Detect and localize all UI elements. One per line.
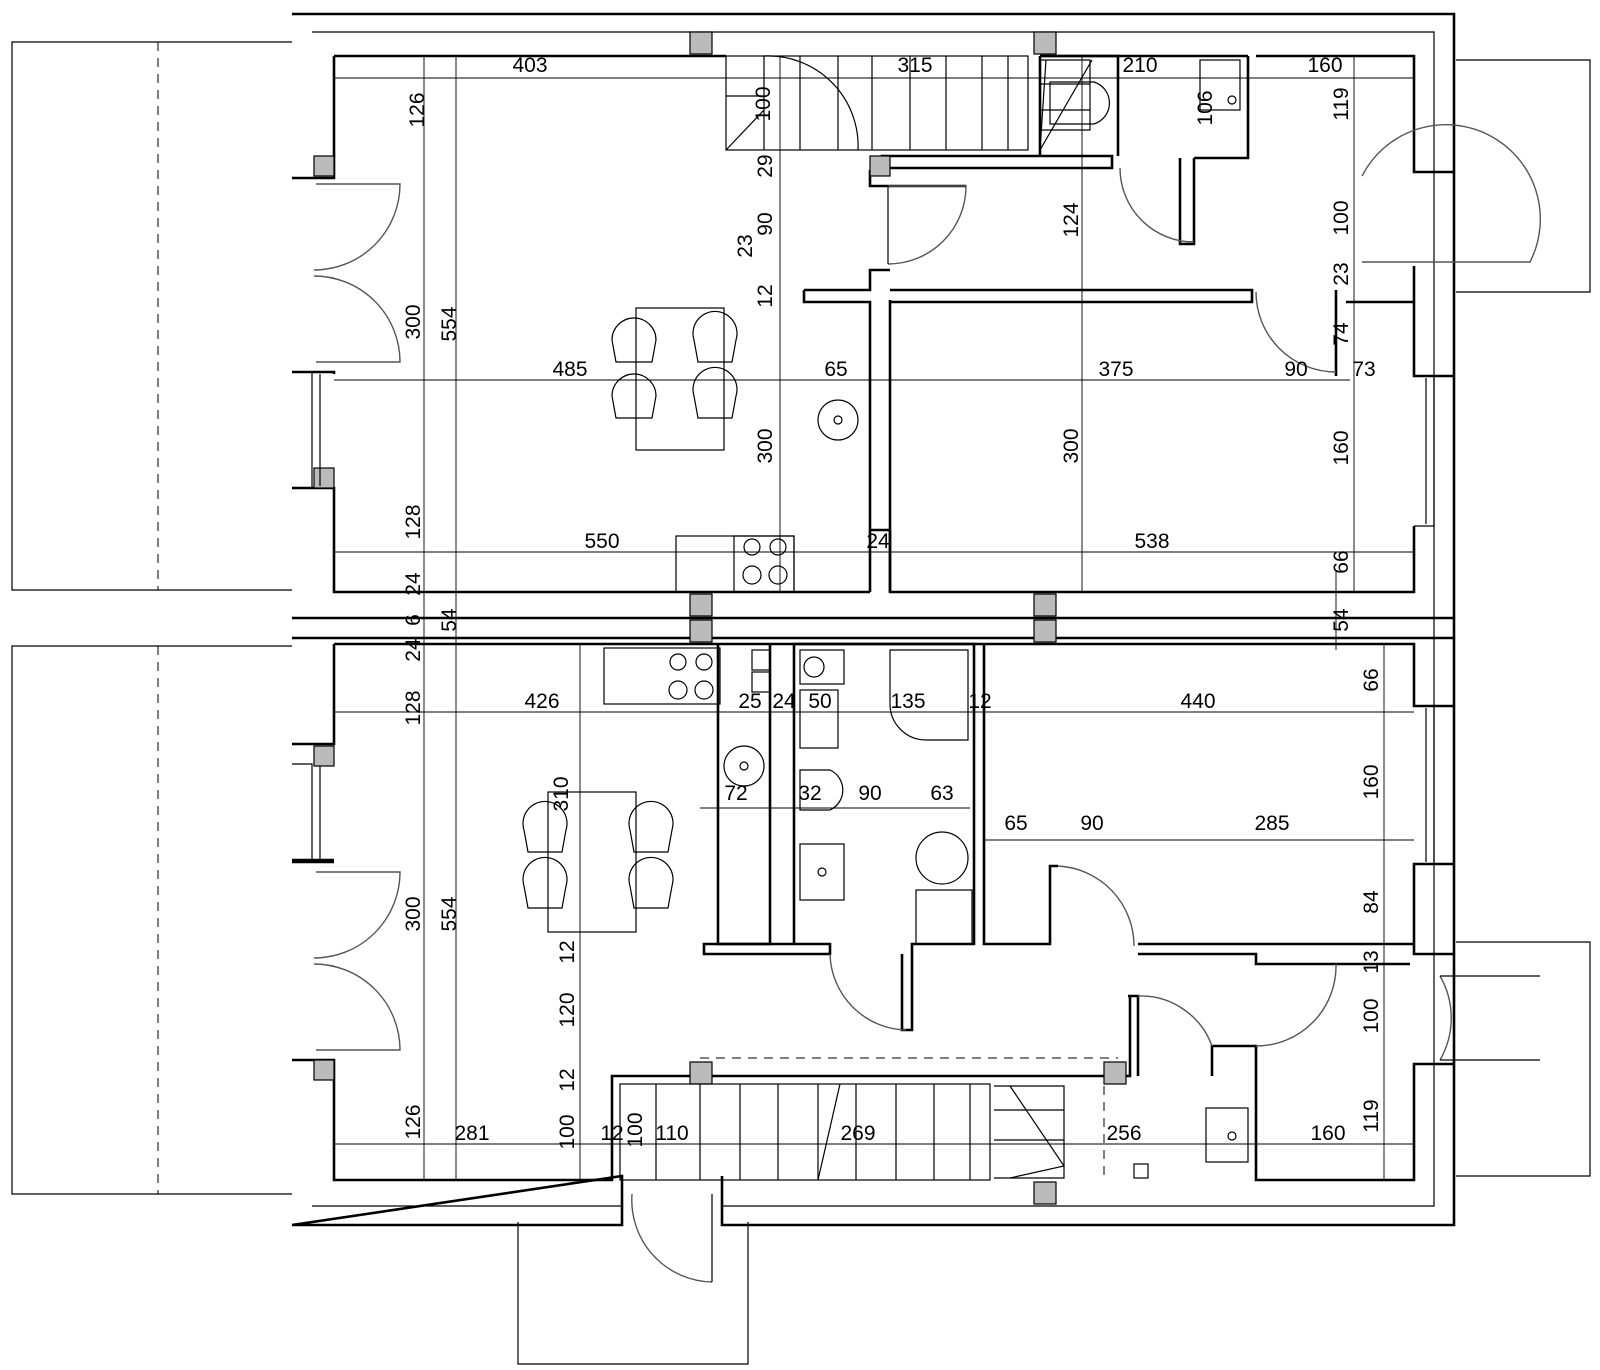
dimension-label: 66 <box>1330 550 1353 573</box>
interior-walls-upper <box>802 54 1414 592</box>
dimension-label: 554 <box>438 306 461 341</box>
dimension-label: 403 <box>512 54 547 77</box>
dimension-label: 65 <box>824 358 847 381</box>
dimension-label: 13 <box>1360 950 1383 973</box>
dimension-label: 12 <box>600 1122 623 1145</box>
dimension-label: 119 <box>1360 1099 1383 1132</box>
dimension-label: 120 <box>556 992 579 1027</box>
windows <box>292 371 1435 865</box>
dimension-label: 25 <box>738 690 761 713</box>
dimension-label: 160 <box>1310 1122 1345 1145</box>
dimension-label: 90 <box>858 782 881 805</box>
dimension-label: 285 <box>1254 812 1289 835</box>
dimension-label: 210 <box>1122 54 1157 77</box>
door-swings <box>313 123 1542 1283</box>
stairs-lower <box>619 1057 1118 1181</box>
dimension-label: 24 <box>402 638 425 662</box>
dimension-label: 440 <box>1180 690 1215 713</box>
dimension-label: 300 <box>754 428 777 463</box>
dimension-label: 32 <box>798 782 821 805</box>
dimension-label: 54 <box>438 608 461 632</box>
dimension-label: 300 <box>402 304 425 339</box>
dimension-label: 12 <box>556 940 579 963</box>
dimension-label: 23 <box>734 234 757 257</box>
dimension-label: 100 <box>1330 200 1353 235</box>
dimension-label: 90 <box>754 212 777 235</box>
dimension-label: 375 <box>1098 358 1133 381</box>
dimension-lines <box>334 56 1414 1180</box>
dimension-label: 315 <box>897 54 932 77</box>
dimension-label: 485 <box>552 358 587 381</box>
dimension-label: 90 <box>1080 812 1103 835</box>
dimension-label: 106 <box>1194 90 1217 125</box>
dimension-label: 128 <box>402 690 425 725</box>
dimension-label: 24 <box>772 690 796 713</box>
dimension-label: 119 <box>1330 87 1353 120</box>
dimension-label: 74 <box>1330 322 1353 346</box>
dimension-label: 110 <box>655 1122 688 1145</box>
dimension-label: 160 <box>1330 430 1353 465</box>
dimension-label: 23 <box>1330 262 1353 285</box>
dimension-label: 269 <box>840 1122 875 1145</box>
structural-columns <box>313 31 1127 1205</box>
dimension-label: 63 <box>930 782 953 805</box>
dimension-label: 100 <box>556 1114 579 1149</box>
dimension-label: 6 <box>402 614 425 626</box>
dimension-label: 12 <box>556 1068 579 1091</box>
dimension-label: 426 <box>524 690 559 713</box>
dimension-label: 72 <box>724 782 747 805</box>
dimension-label: 160 <box>1307 54 1342 77</box>
dimension-label: 256 <box>1106 1122 1141 1145</box>
fixtures-lower <box>522 647 1249 1179</box>
dimension-label: 90 <box>1284 358 1307 381</box>
dimension-label: 24 <box>402 572 425 596</box>
dimension-label: 100 <box>1360 998 1383 1033</box>
dimension-label: 84 <box>1360 890 1383 914</box>
exterior-walls <box>291 12 1456 1227</box>
dimension-label: 100 <box>752 86 775 121</box>
dimension-label: 128 <box>402 504 425 539</box>
dimension-label: 310 <box>550 776 573 811</box>
dimension-label: 300 <box>1060 428 1083 463</box>
dimension-label: 554 <box>438 896 461 931</box>
stairs-upper <box>725 55 1093 151</box>
dimension-label: 12 <box>754 284 777 307</box>
dimension-label: 50 <box>808 690 831 713</box>
dimension-label: 300 <box>402 896 425 931</box>
dimension-label: 538 <box>1134 530 1169 553</box>
dimension-label: 100 <box>624 1112 647 1147</box>
dimension-label: 124 <box>1060 202 1083 237</box>
dimension-label: 126 <box>406 92 429 127</box>
dimension-label: 160 <box>1360 764 1383 799</box>
dimension-label: 281 <box>454 1122 489 1145</box>
dimension-label: 66 <box>1360 668 1383 691</box>
dimension-label: 24 <box>866 530 890 553</box>
dimension-label: 29 <box>754 154 777 177</box>
dimension-label: 135 <box>890 690 925 713</box>
dimension-label: 12 <box>968 690 991 713</box>
dimension-label: 550 <box>584 530 619 553</box>
terrace-outlines <box>11 41 1591 1365</box>
fixtures-upper <box>611 59 1241 593</box>
dimension-label: 73 <box>1352 358 1375 381</box>
dimension-label: 65 <box>1004 812 1027 835</box>
dimension-label: 54 <box>1330 608 1353 632</box>
dimension-label: 126 <box>402 1104 425 1139</box>
